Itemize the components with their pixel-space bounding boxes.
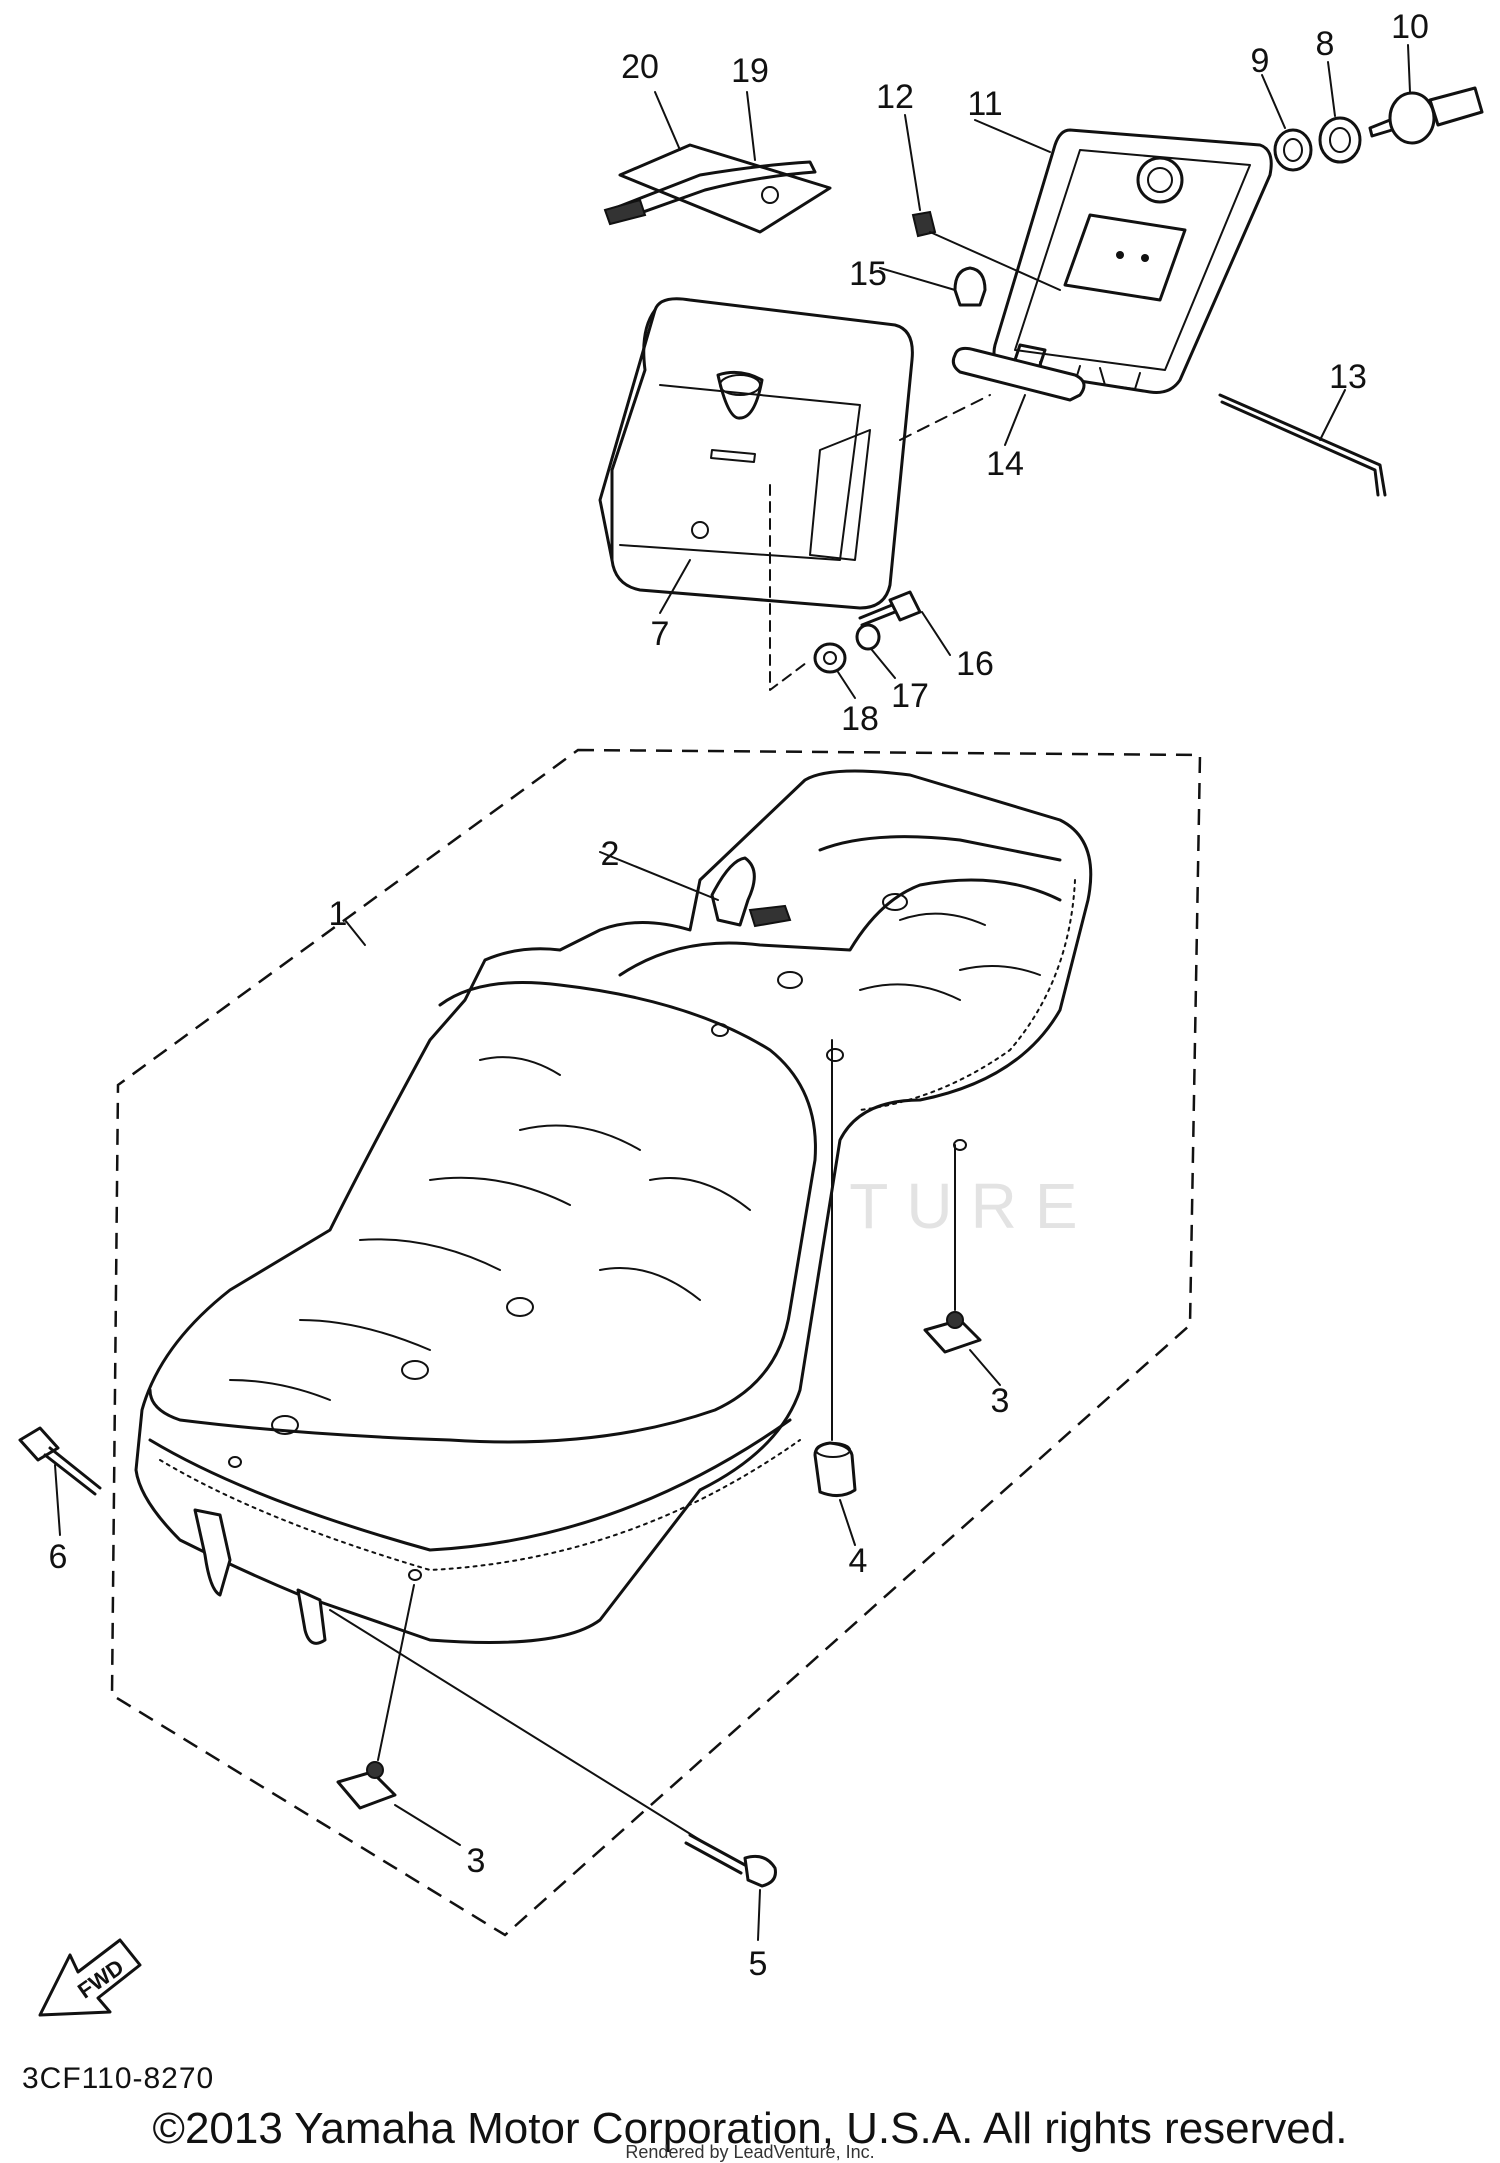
callout-9: 9 xyxy=(1251,42,1270,80)
part-18-washer xyxy=(813,642,847,674)
link-12-11 xyxy=(929,231,1061,291)
link-7-14 xyxy=(899,394,991,441)
part-7-seat-box xyxy=(598,297,914,610)
leader-3-right xyxy=(969,1349,1001,1386)
part-10-lock-cylinder xyxy=(1368,86,1484,145)
copyright-notice: ©2013 Yamaha Motor Corporation, U.S.A. A… xyxy=(152,2104,1348,2153)
part-14-bracket xyxy=(951,343,1086,402)
callout-3-right: 3 xyxy=(991,1382,1010,1420)
callout-20: 20 xyxy=(621,48,659,86)
part-3-nut-plate-left xyxy=(336,1761,397,1810)
callout-12: 12 xyxy=(876,78,914,116)
part-5-bolt xyxy=(684,1833,777,1888)
rendered-by-notice: Rendered by LeadVenture, Inc. xyxy=(625,2142,875,2162)
part-17-lock-washer xyxy=(855,623,881,651)
leader-2 xyxy=(599,851,719,901)
callout-11: 11 xyxy=(967,85,1002,123)
guide-3-left xyxy=(377,1584,415,1761)
callout-15: 15 xyxy=(849,255,887,293)
leader-19 xyxy=(746,91,756,161)
callout-13: 13 xyxy=(1329,358,1367,396)
callout-4: 4 xyxy=(849,1542,868,1580)
callout-7: 7 xyxy=(651,615,670,653)
callout-19: 19 xyxy=(731,52,769,90)
callout-10: 10 xyxy=(1391,8,1429,46)
part-11-tray xyxy=(992,128,1273,394)
callout-3-left: 3 xyxy=(467,1842,486,1880)
callout-6: 6 xyxy=(49,1538,68,1576)
leader-8 xyxy=(1327,61,1336,117)
fwd-arrow-icon: FWD xyxy=(38,1938,142,2017)
leader-1 xyxy=(344,919,366,946)
part-16-bolt xyxy=(858,590,922,627)
callout-1: 1 xyxy=(329,895,348,933)
leader-14 xyxy=(1004,394,1026,446)
leader-11 xyxy=(974,119,1051,153)
callout-18: 18 xyxy=(841,700,879,738)
guide-5 xyxy=(329,1609,701,1841)
part-6-bolt xyxy=(18,1426,102,1496)
callout-16: 16 xyxy=(956,645,994,683)
callout-14: 14 xyxy=(986,445,1024,483)
callout-8: 8 xyxy=(1316,25,1335,63)
leader-5 xyxy=(757,1889,761,1941)
part-1-seat xyxy=(134,769,1093,1645)
leader-7 xyxy=(659,559,691,614)
callout-17: 17 xyxy=(891,677,929,715)
diagram-code: 3CF110-8270 xyxy=(22,2062,215,2095)
leader-3-left xyxy=(394,1804,461,1846)
part-9-washer xyxy=(1273,128,1313,172)
leader-13 xyxy=(1319,389,1346,441)
leader-16 xyxy=(921,611,951,656)
leader-20 xyxy=(654,91,681,151)
assembly-outline xyxy=(110,748,1202,1937)
part-13-rod xyxy=(1218,393,1387,497)
leader-9 xyxy=(1261,74,1286,129)
part-20-19-strap-plate xyxy=(603,143,832,234)
leader-4 xyxy=(839,1499,856,1546)
part-4-damper xyxy=(813,1441,857,1497)
callout-5: 5 xyxy=(749,1945,768,1983)
guide-18 xyxy=(769,484,811,691)
part-15-cap-nut xyxy=(953,266,987,307)
part-3-nut-plate-right xyxy=(923,1311,982,1354)
leader-6 xyxy=(54,1464,61,1536)
leader-15 xyxy=(879,267,956,291)
part-12-pad xyxy=(911,210,937,238)
part-8-nut xyxy=(1318,116,1362,164)
callout-2: 2 xyxy=(601,835,620,873)
leader-10 xyxy=(1407,44,1411,93)
leader-17 xyxy=(871,649,896,679)
leader-12 xyxy=(904,114,921,211)
leader-18 xyxy=(837,671,856,699)
